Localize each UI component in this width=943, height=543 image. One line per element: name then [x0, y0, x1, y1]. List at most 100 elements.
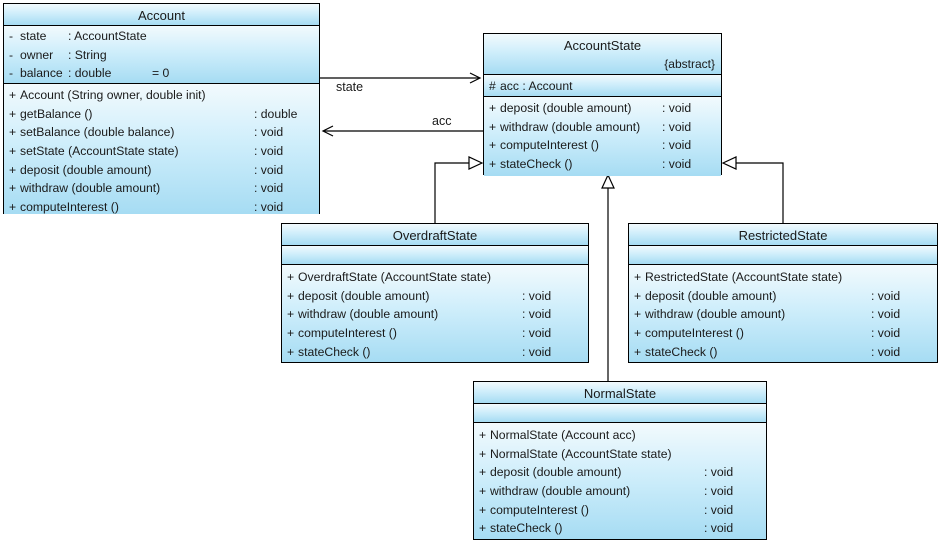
method-signature: Account (String owner, double init)	[20, 88, 206, 102]
relationship-assoc-acc[interactable]	[321, 125, 483, 137]
method-signature: OverdraftState (AccountState state)	[298, 270, 492, 284]
method-row: +computeInterest () : void	[484, 136, 721, 155]
method-signature: computeInterest ()	[298, 326, 397, 341]
method-row: +stateCheck () : void	[484, 155, 721, 174]
visibility-marker: +	[479, 502, 487, 517]
method-return-type: : void	[871, 288, 901, 303]
method-signature: stateCheck ()	[298, 344, 371, 359]
class-methods-normalstate: +NormalState (Account acc) +NormalState …	[474, 423, 766, 539]
attribute-type: : double	[68, 66, 112, 81]
class-header-account: Account	[4, 4, 319, 26]
method-return-type: : void	[254, 162, 284, 177]
visibility-marker: -	[9, 29, 14, 43]
visibility-marker: +	[9, 106, 17, 121]
method-row: +stateCheck () : void	[474, 519, 766, 538]
method-row: +NormalState (AccountState state)	[474, 445, 766, 464]
visibility-marker: +	[9, 88, 17, 102]
class-attributes-normalstate	[474, 404, 766, 423]
class-name-account: Account	[138, 8, 185, 23]
association-label-acc: acc	[432, 114, 452, 128]
attribute-default: = 0	[152, 66, 170, 81]
visibility-marker: -	[9, 47, 14, 62]
visibility-marker: +	[479, 521, 487, 536]
method-signature: stateCheck ()	[645, 344, 718, 359]
class-box-restrictedstate[interactable]: RestrictedState +RestrictedState (Accoun…	[628, 223, 938, 363]
visibility-marker: #	[489, 79, 496, 93]
class-attributes-overdraftstate	[282, 246, 588, 265]
method-return-type: : void	[871, 307, 901, 322]
method-signature: setBalance (double balance)	[20, 125, 175, 140]
method-signature: withdraw (double amount)	[645, 307, 786, 322]
class-name-normalstate: NormalState	[583, 386, 657, 401]
class-name-accountstate: AccountState	[563, 38, 642, 53]
visibility-marker: +	[9, 144, 17, 159]
visibility-marker: +	[479, 484, 487, 499]
method-row: +computeInterest () : void	[4, 198, 319, 214]
method-signature: withdraw (double amount)	[298, 307, 439, 322]
visibility-marker: +	[479, 465, 487, 480]
method-return-type: : void	[704, 521, 734, 536]
method-row: +computeInterest () : void	[282, 324, 588, 343]
method-signature: stateCheck ()	[500, 157, 573, 172]
visibility-marker: +	[287, 344, 295, 359]
class-attributes-accountstate: #acc : Account	[484, 75, 721, 97]
method-row: +withdraw (double amount) : void	[4, 179, 319, 198]
method-return-type: : void	[662, 101, 692, 115]
method-row: +setBalance (double balance) : void	[4, 123, 319, 142]
class-methods-account: +Account (String owner, double init) +ge…	[4, 84, 319, 214]
class-box-accountstate[interactable]: AccountState {abstract} #acc : Account +…	[483, 33, 722, 176]
attribute-row: #acc : Account	[484, 77, 721, 96]
visibility-marker: +	[9, 125, 17, 140]
relationship-gen-restricted[interactable]	[721, 156, 784, 223]
method-return-type: : void	[254, 200, 284, 214]
visibility-marker: +	[287, 288, 295, 303]
visibility-marker: +	[634, 288, 642, 303]
class-header-normalstate: NormalState	[474, 382, 766, 404]
method-row: +NormalState (Account acc)	[474, 426, 766, 445]
class-methods-overdraftstate: +OverdraftState (AccountState state) +de…	[282, 265, 588, 362]
method-row: +OverdraftState (AccountState state)	[282, 268, 588, 287]
attribute-row: -state : AccountState	[4, 27, 319, 46]
attribute-type: : AccountState	[68, 29, 147, 43]
method-signature: deposit (double amount)	[20, 162, 152, 177]
relationship-assoc-state[interactable]	[320, 72, 482, 84]
class-box-overdraftstate[interactable]: OverdraftState +OverdraftState (AccountS…	[281, 223, 589, 363]
class-box-account[interactable]: Account -state : AccountState -owner : S…	[3, 3, 320, 214]
attribute-name: state	[20, 29, 47, 43]
class-name-restrictedstate: RestrictedState	[738, 228, 828, 243]
method-row: +withdraw (double amount) : void	[484, 118, 721, 137]
visibility-marker: +	[479, 428, 487, 442]
method-return-type: : double	[254, 106, 298, 121]
method-signature: deposit (double amount)	[500, 101, 632, 115]
method-return-type: : void	[254, 144, 284, 159]
method-row: +Account (String owner, double init)	[4, 86, 319, 105]
method-row: +stateCheck () : void	[282, 343, 588, 362]
attribute-name: owner	[20, 47, 54, 62]
relationship-gen-normal[interactable]	[601, 173, 615, 381]
class-methods-restrictedstate: +RestrictedState (AccountState state) +d…	[629, 265, 937, 362]
method-signature: withdraw (double amount)	[490, 484, 631, 499]
method-return-type: : void	[871, 326, 901, 341]
visibility-marker: +	[489, 119, 497, 134]
method-row: +setState (AccountState state) : void	[4, 142, 319, 161]
method-signature: computeInterest ()	[490, 502, 589, 517]
class-header-restrictedstate: RestrictedState	[629, 224, 937, 246]
visibility-marker: +	[287, 270, 295, 284]
class-box-normalstate[interactable]: NormalState +NormalState (Account acc) +…	[473, 381, 767, 540]
visibility-marker: +	[634, 307, 642, 322]
method-row: +withdraw (double amount) : void	[629, 305, 937, 324]
method-signature: deposit (double amount)	[490, 465, 622, 480]
visibility-marker: +	[489, 138, 497, 153]
method-row: +withdraw (double amount) : void	[474, 482, 766, 501]
visibility-marker: +	[9, 181, 17, 196]
visibility-marker: +	[9, 200, 17, 214]
method-return-type: : void	[662, 119, 692, 134]
attribute-name: balance	[20, 66, 63, 81]
method-row: +getBalance () : double	[4, 105, 319, 124]
class-header-overdraftstate: OverdraftState	[282, 224, 588, 246]
attribute-row: -balance : double = 0	[4, 64, 319, 83]
method-signature: NormalState (AccountState state)	[490, 446, 672, 461]
method-return-type: : void	[254, 181, 284, 196]
relationship-gen-overdraft[interactable]	[434, 156, 484, 223]
